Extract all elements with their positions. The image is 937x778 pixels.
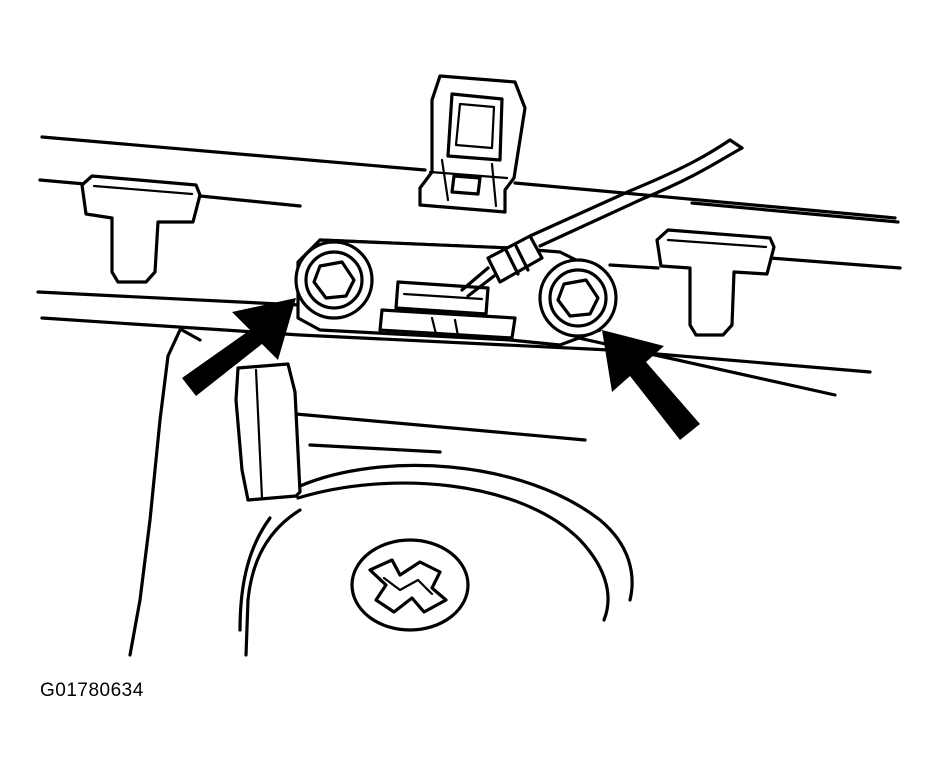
right-t-clip <box>655 228 776 337</box>
wire-probe <box>460 138 744 298</box>
figure-id-label: G01780634 <box>40 680 144 701</box>
left-t-clip <box>80 174 202 284</box>
left-arrow <box>182 298 296 396</box>
right-bolt <box>538 258 618 338</box>
round-cap <box>350 538 470 632</box>
right-arrow <box>602 330 700 440</box>
top-clip <box>418 74 527 214</box>
left-bolt <box>294 240 374 320</box>
lower-housing <box>128 328 634 657</box>
